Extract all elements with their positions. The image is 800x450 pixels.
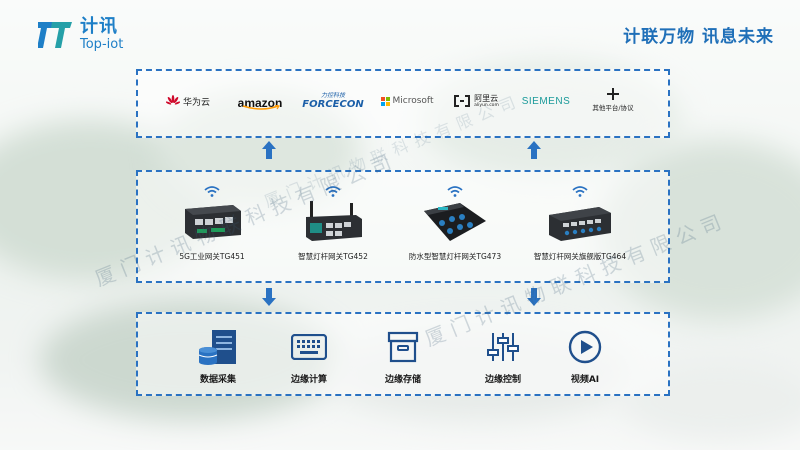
brand-name-en: Top-iot bbox=[80, 37, 124, 52]
function-video-ai-label: 视频AI bbox=[570, 375, 600, 385]
function-data-collection-label: 数据采集 bbox=[199, 375, 236, 385]
platform-amazon-label: amazon bbox=[237, 95, 283, 110]
arrow-up-icon bbox=[527, 141, 541, 159]
platform-huawei-cloud: 华为云 bbox=[160, 88, 216, 114]
platform-forcecon: 力控科技 FORCECON bbox=[302, 88, 364, 114]
platform-microsoft: Microsoft bbox=[378, 88, 436, 114]
function-video-ai: 视频AI bbox=[545, 328, 625, 385]
platform-aliyun-sub: aliyun.com bbox=[474, 103, 499, 108]
wifi-icon bbox=[204, 186, 220, 197]
platform-huawei-label: 华为云 bbox=[182, 97, 210, 108]
cloud-platforms-panel bbox=[136, 69, 670, 138]
router-tg451-icon bbox=[185, 205, 241, 239]
wifi-icon bbox=[325, 186, 341, 197]
play-icon bbox=[568, 330, 602, 364]
keyboard-icon bbox=[291, 334, 327, 360]
page-slogan: 计联万物 讯息未来 bbox=[623, 27, 774, 47]
microsoft-logo-icon bbox=[380, 96, 390, 106]
brand-name-cn: 计讯 bbox=[80, 16, 118, 37]
device-tg451-label: 5G工业网关TG451 bbox=[179, 252, 245, 261]
arrow-up-icon bbox=[262, 141, 276, 159]
function-edge-storage-label: 边缘存储 bbox=[384, 375, 421, 385]
function-edge-storage: 边缘存储 bbox=[363, 328, 443, 385]
platform-siemens: SIEMENS bbox=[516, 88, 576, 114]
platform-amazon: amazon bbox=[232, 88, 288, 114]
router-tg464-icon bbox=[549, 207, 611, 241]
function-edge-control: 边缘控制 bbox=[463, 328, 543, 385]
huawei-petals-icon bbox=[165, 95, 180, 105]
platform-forcecon-label: FORCECON bbox=[302, 99, 364, 110]
amazon-smile-icon bbox=[242, 104, 280, 110]
router-tg473-icon bbox=[424, 203, 486, 241]
aliyun-bracket-icon bbox=[454, 95, 471, 107]
device-tg452: 智慧灯杆网关TG452 bbox=[278, 185, 388, 262]
wifi-icon bbox=[572, 186, 588, 197]
plus-icon bbox=[607, 88, 619, 100]
logo-mark-icon bbox=[38, 22, 72, 48]
platform-siemens-label: SIEMENS bbox=[521, 95, 571, 107]
function-edge-computing: 边缘计算 bbox=[269, 328, 349, 385]
device-tg451: 5G工业网关TG451 bbox=[157, 185, 267, 262]
platform-aliyun: 阿里云 aliyun.com bbox=[450, 88, 502, 114]
function-data-collection: 数据采集 bbox=[178, 328, 258, 385]
device-tg473-label: 防水型智慧灯杆网关TG473 bbox=[408, 252, 502, 261]
platform-other-label: 其他平台/协议 bbox=[592, 104, 634, 112]
platform-aliyun-label: 阿里云 bbox=[474, 94, 499, 103]
wifi-icon bbox=[447, 186, 463, 197]
device-tg473: 防水型智慧灯杆网关TG473 bbox=[400, 185, 510, 262]
router-tg452-icon bbox=[306, 201, 362, 241]
platform-microsoft-label: Microsoft bbox=[392, 96, 434, 106]
device-tg464: 智慧灯杆网关旗舰版TG464 bbox=[525, 185, 635, 262]
function-edge-control-label: 边缘控制 bbox=[484, 375, 521, 385]
function-edge-computing-label: 边缘计算 bbox=[290, 375, 327, 385]
sliders-icon bbox=[487, 333, 519, 361]
platform-other: 其他平台/协议 bbox=[586, 84, 640, 116]
storage-box-icon bbox=[387, 331, 419, 363]
server-database-icon bbox=[198, 330, 236, 365]
device-tg452-label: 智慧灯杆网关TG452 bbox=[298, 252, 368, 261]
platform-forcecon-sub: 力控科技 bbox=[320, 92, 345, 99]
device-tg464-label: 智慧灯杆网关旗舰版TG464 bbox=[533, 252, 627, 261]
arrow-down-icon bbox=[262, 288, 276, 306]
arrow-down-icon bbox=[527, 288, 541, 306]
company-logo: 计讯 Top-iot bbox=[38, 18, 123, 52]
